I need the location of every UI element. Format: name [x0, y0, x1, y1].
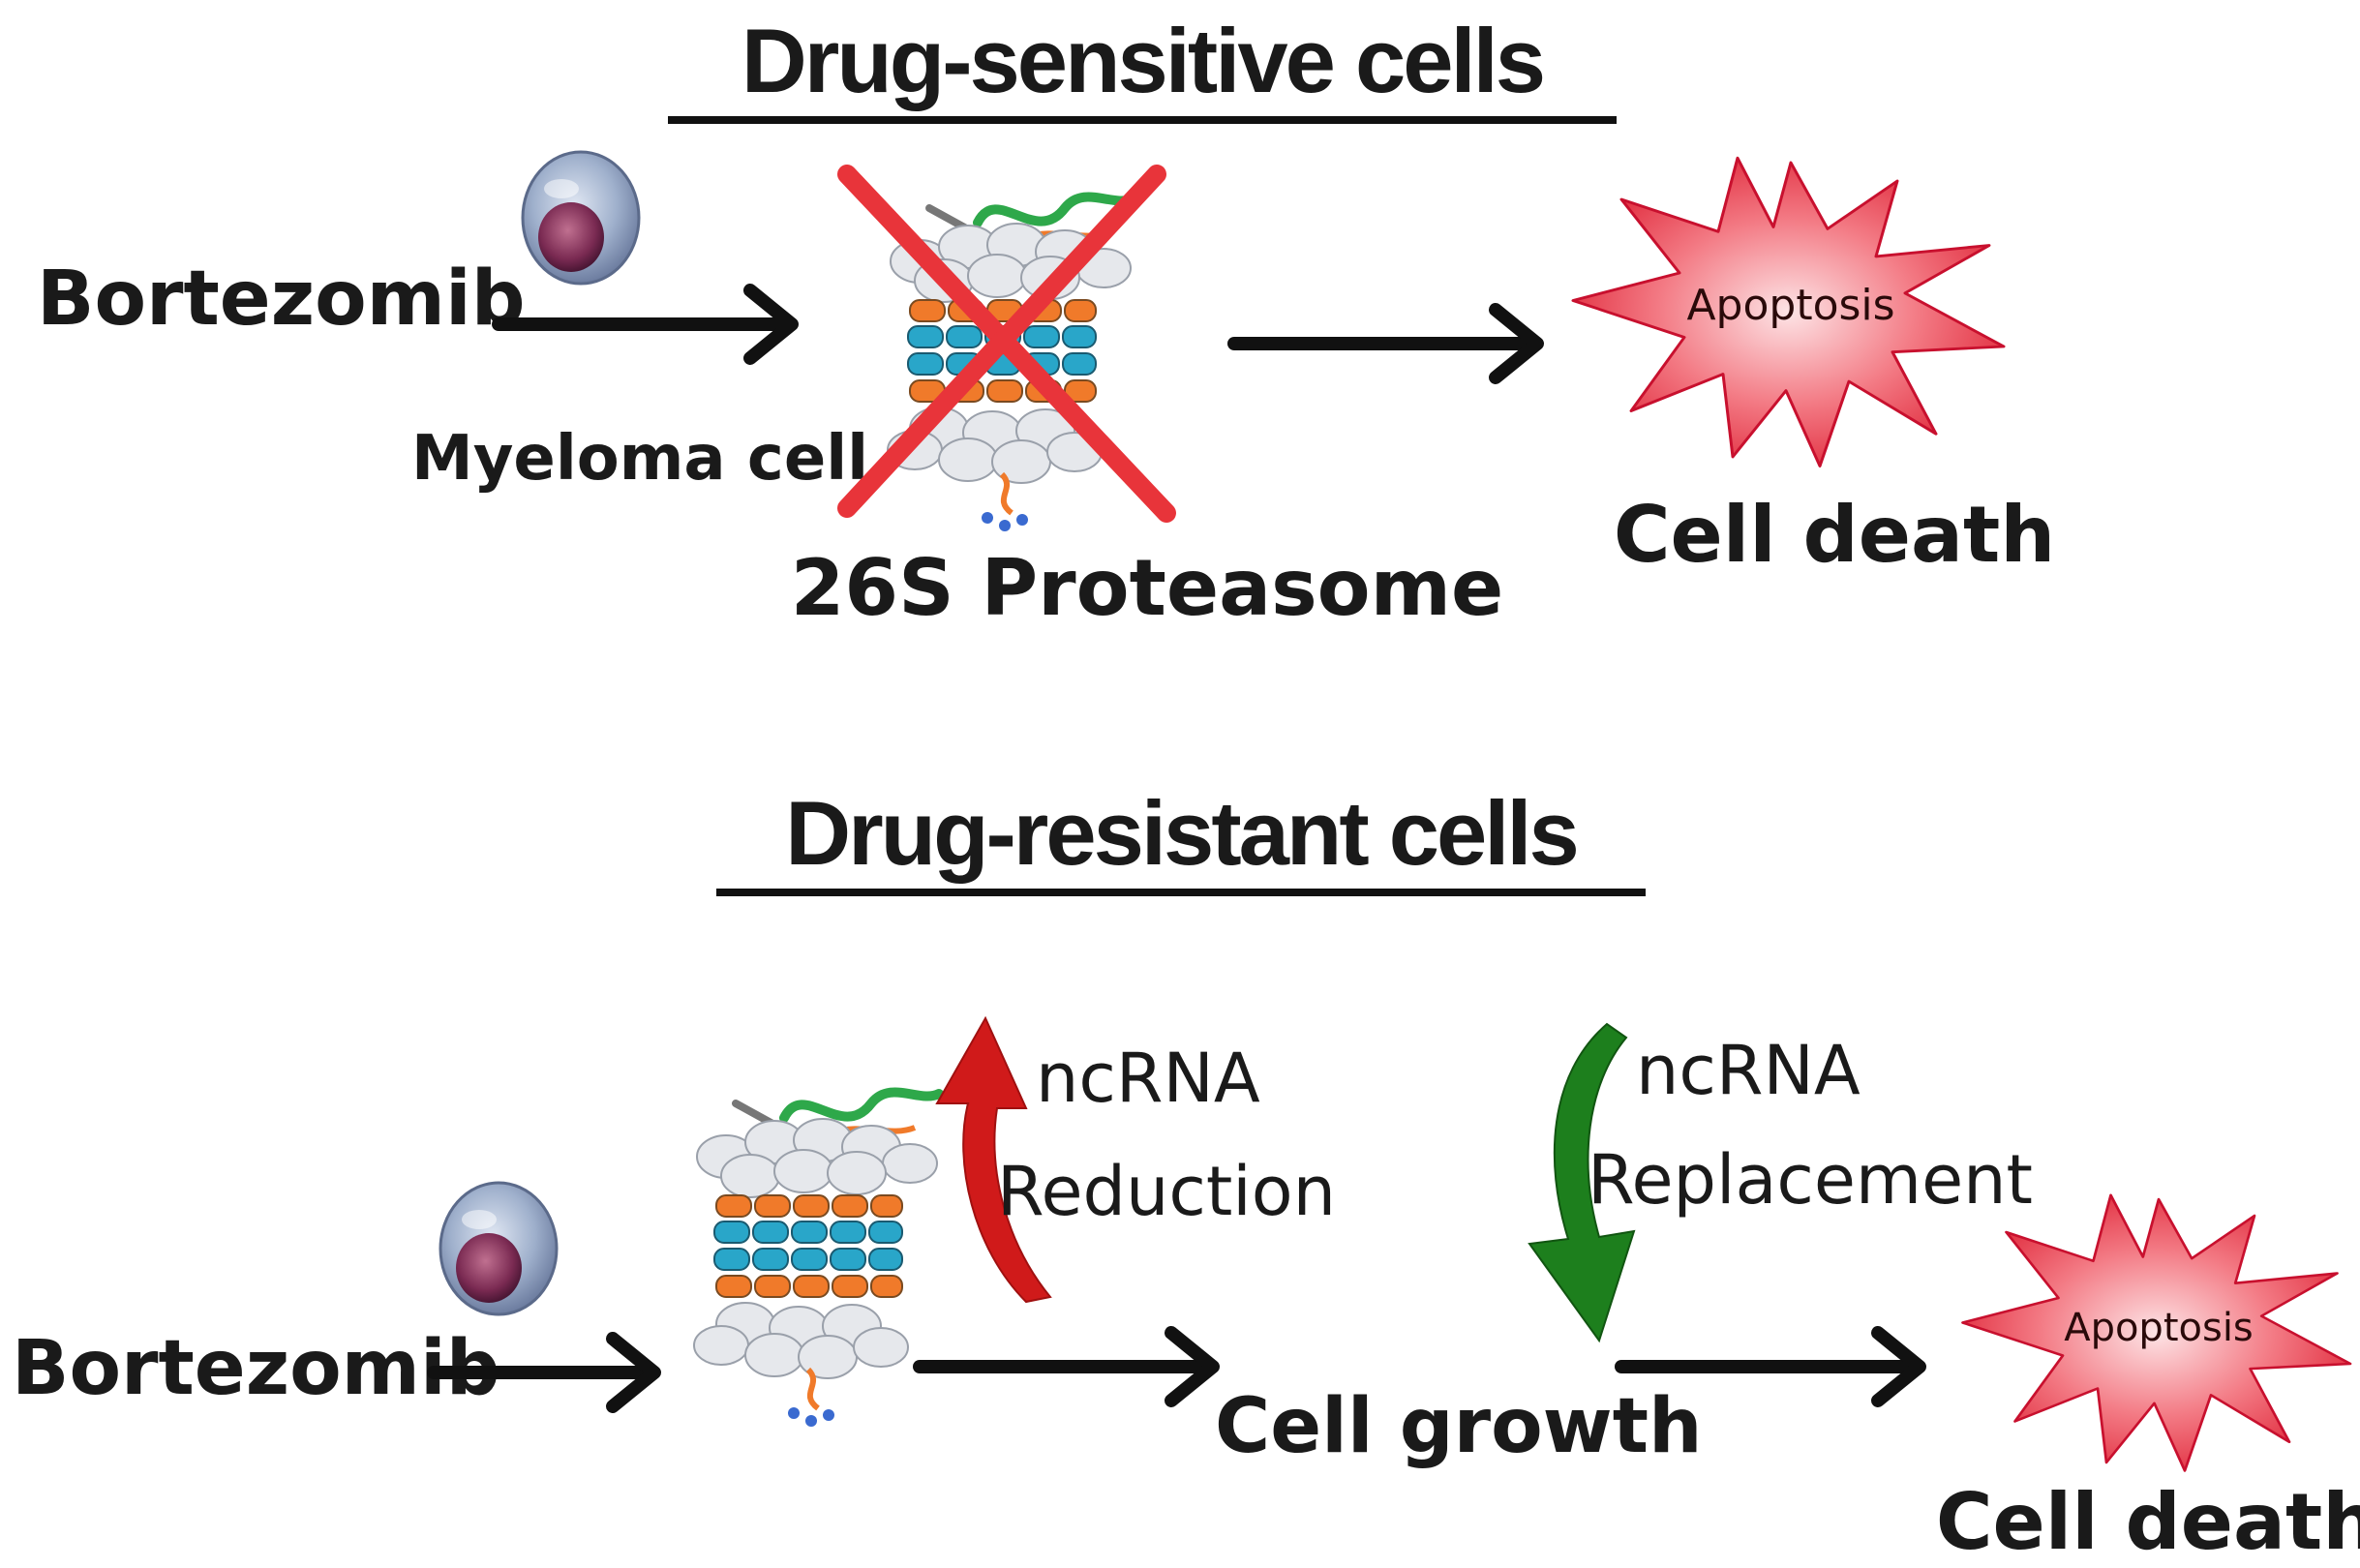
resistant-heading: Drug-resistant cells: [785, 782, 1577, 884]
proteasome-label: 26S Proteasome: [791, 543, 1504, 633]
resistant-outcome-label: Cell death: [1936, 1477, 2360, 1567]
arrow-growth-to-apoptosis: [1615, 1326, 1926, 1407]
resistant-section: Drug-resistant cells Bortezomib ncRNA Re…: [12, 782, 2360, 1567]
arrow-drug-to-proteasome-resistant: [427, 1332, 661, 1413]
sensitive-section: Drug-sensitive cells Bortezomib Myeloma …: [37, 10, 2055, 633]
ncrna-reduction-arrow-icon: [935, 1015, 1052, 1304]
arrow-proteasome-to-growth: [913, 1326, 1220, 1407]
cell-growth-label: Cell growth: [1215, 1383, 1703, 1470]
resistant-drug-label: Bortezomib: [12, 1325, 500, 1412]
ncrna-replacement-line1: ncRNA: [1636, 1031, 1861, 1110]
resistant-proteasome-icon: [694, 1092, 939, 1427]
ncrna-replacement-line2: Replacement: [1588, 1140, 2033, 1220]
sensitive-heading: Drug-sensitive cells: [741, 10, 1543, 111]
sensitive-apoptosis-label: Apoptosis: [1686, 281, 1894, 330]
sensitive-drug-label: Bortezomib: [37, 256, 526, 343]
myeloma-cell-icon: [521, 150, 641, 286]
resistant-myeloma-cell-icon: [439, 1181, 559, 1316]
ncrna-reduction-line2: Reduction: [997, 1152, 1336, 1231]
ncrna-replacement-arrow-icon: [1528, 1022, 1636, 1343]
inhibition-cross-icon: [837, 165, 1176, 523]
resistant-apoptosis-label: Apoptosis: [2064, 1306, 2254, 1350]
ncrna-reduction-line1: ncRNA: [1036, 1039, 1260, 1118]
myeloma-cell-label: Myeloma cell: [411, 423, 868, 495]
sensitive-outcome-label: Cell death: [1614, 490, 2055, 580]
arrow-drug-to-proteasome: [492, 284, 799, 365]
arrow-proteasome-to-apoptosis: [1227, 303, 1544, 384]
